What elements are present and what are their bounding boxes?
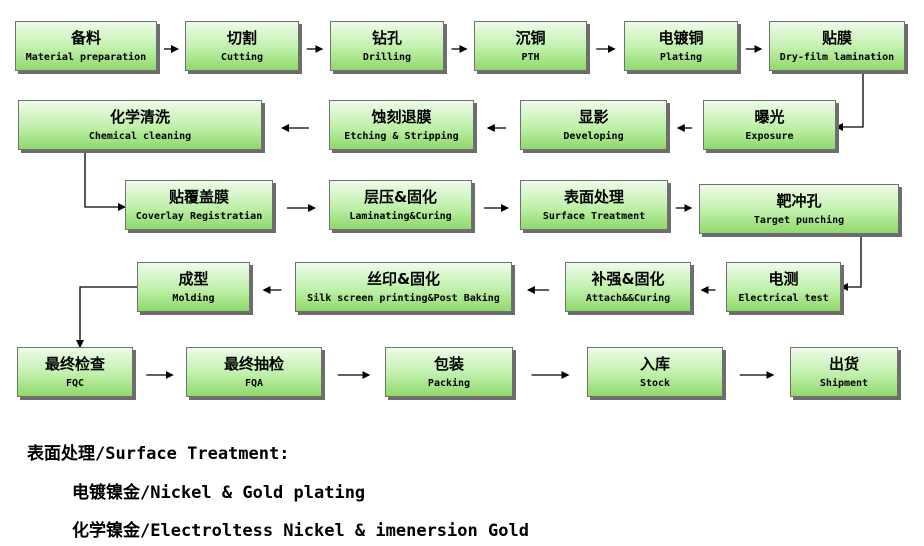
- process-step-developing: 显影 Developing: [520, 100, 667, 150]
- connector-n6-to-n7: [835, 71, 864, 131]
- step-name-en: FQC: [65, 377, 85, 389]
- step-name-en: Surface Treatment: [542, 210, 646, 222]
- process-step-surface-treatment: 表面处理 Surface Treatment: [520, 180, 668, 230]
- step-name-en: Material preparation: [25, 51, 147, 63]
- step-name-zh: 最终抽检: [223, 354, 284, 373]
- step-name-zh: 化学清洗: [109, 107, 170, 126]
- step-name-zh: 显影: [578, 107, 609, 126]
- process-step-dry-film-lamination: 贴膜 Dry-film lamination: [769, 21, 905, 71]
- step-name-zh: 层压&固化: [363, 187, 438, 206]
- step-name-zh: 表面处理: [563, 187, 624, 206]
- process-step-cutting: 切割 Cutting: [185, 21, 299, 71]
- process-step-plating: 电镀铜 Plating: [624, 21, 738, 71]
- process-step-drilling: 钻孔 Drilling: [330, 21, 444, 71]
- step-name-en: Dry-film lamination: [779, 51, 895, 63]
- process-step-attach-curing: 补强&固化 Attach&&Curing: [565, 262, 691, 312]
- step-name-zh: 最终检查: [44, 354, 105, 373]
- step-name-en: PTH: [521, 51, 540, 63]
- step-name-zh: 成型: [178, 269, 209, 288]
- process-step-stock: 入库 Stock: [587, 347, 723, 397]
- step-name-zh: 靶冲孔: [776, 191, 822, 210]
- step-name-en: Shipment: [819, 377, 869, 389]
- step-name-en: Molding: [172, 292, 215, 304]
- process-step-packing: 包装 Packing: [385, 347, 513, 397]
- process-step-pth: 沉铜 PTH: [474, 21, 587, 71]
- process-step-shipment: 出货 Shipment: [790, 347, 898, 397]
- step-name-en: Cutting: [220, 51, 264, 63]
- connector-n14-to-n15: [840, 234, 862, 291]
- step-name-en: Developing: [563, 130, 624, 142]
- step-name-zh: 出货: [828, 354, 859, 373]
- step-name-en: Laminating&Curing: [349, 210, 452, 222]
- step-name-zh: 备料: [70, 28, 101, 47]
- step-name-en: Electrical test: [738, 292, 829, 304]
- step-name-en: Exposure: [745, 130, 794, 142]
- step-name-zh: 丝印&固化: [366, 269, 441, 288]
- notes-item-electroless-nickel-immersion-gold: 化学镍金/Electroltess Nickel & imenersion Go…: [72, 521, 529, 541]
- process-step-exposure: 曝光 Exposure: [703, 100, 836, 150]
- process-step-fqc: 最终检查 FQC: [17, 347, 133, 397]
- process-step-fqa: 最终抽检 FQA: [186, 347, 322, 397]
- step-name-zh: 电镀铜: [658, 28, 704, 47]
- step-name-en: Etching & Stripping: [344, 130, 459, 142]
- process-step-silk-screen-printing-post-baking: 丝印&固化 Silk screen printing&Post Baking: [295, 262, 512, 312]
- process-step-coverlay-registratian: 贴覆盖膜 Coverlay Registratian: [125, 180, 273, 230]
- notes-heading: 表面处理/Surface Treatment:: [27, 444, 290, 464]
- connector-n10-to-n11: [84, 150, 126, 211]
- process-step-laminating-curing: 层压&固化 Laminating&Curing: [329, 180, 472, 230]
- step-name-zh: 曝光: [754, 107, 785, 126]
- step-name-zh: 电测: [768, 269, 799, 288]
- process-step-material-preparation: 备料 Material preparation: [15, 21, 157, 71]
- step-name-en: Stock: [639, 377, 671, 389]
- notes-item-nickel-gold-plating: 电镀镍金/Nickel & Gold plating: [72, 483, 366, 503]
- step-name-en: FQA: [244, 377, 264, 389]
- step-name-en: Coverlay Registratian: [135, 210, 263, 222]
- step-name-en: Plating: [659, 51, 703, 63]
- process-step-electrical-test: 电测 Electrical test: [726, 262, 841, 312]
- step-name-zh: 钻孔: [371, 28, 402, 47]
- process-step-target-punching: 靶冲孔 Target punching: [699, 184, 899, 234]
- step-name-zh: 补强&固化: [591, 269, 665, 288]
- process-step-molding: 成型 Molding: [137, 262, 250, 312]
- step-name-en: Chemical cleaning: [88, 130, 192, 142]
- step-name-zh: 入库: [639, 354, 670, 373]
- step-name-zh: 切割: [226, 28, 257, 47]
- step-name-zh: 贴覆盖膜: [168, 187, 229, 206]
- step-name-zh: 沉铜: [515, 28, 546, 47]
- step-name-en: Packing: [427, 377, 471, 389]
- process-step-etching-stripping: 蚀刻退膜 Etching & Stripping: [329, 100, 474, 150]
- step-name-en: Target punching: [753, 214, 845, 226]
- process-step-chemical-cleaning: 化学清洗 Chemical cleaning: [18, 100, 262, 150]
- connector-n18-to-n19: [76, 286, 137, 348]
- step-name-en: Attach&&Curing: [585, 292, 671, 304]
- step-name-zh: 贴膜: [821, 28, 852, 47]
- step-name-en: Drilling: [362, 51, 412, 63]
- step-name-en: Silk screen printing&Post Baking: [307, 292, 500, 304]
- step-name-zh: 蚀刻退膜: [371, 107, 432, 126]
- step-name-zh: 包装: [433, 354, 464, 373]
